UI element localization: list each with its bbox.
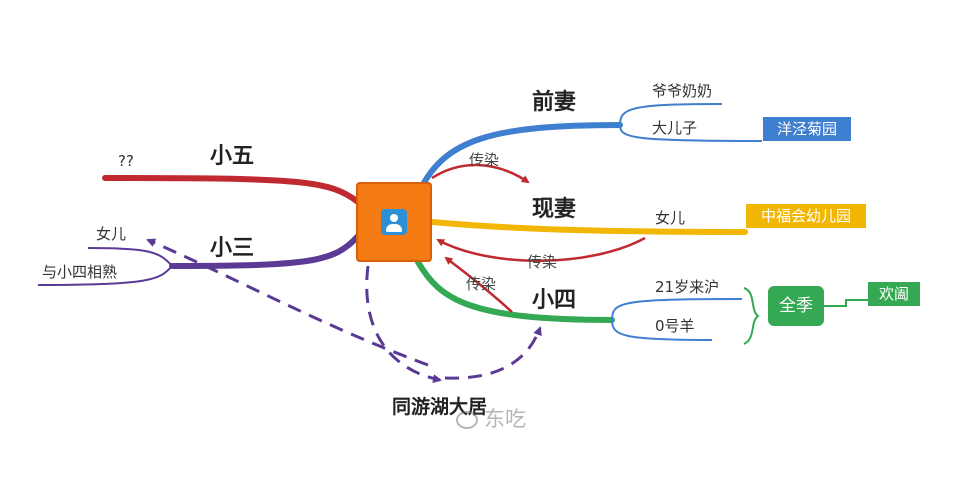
branch-xiao-si <box>415 259 615 323</box>
infect-arrow-3 <box>444 256 513 313</box>
sub-branch-grandparents <box>619 103 723 126</box>
branch-xiao-san <box>169 233 361 269</box>
weibo-logo-icon <box>456 411 478 429</box>
branch-xiao-wu <box>102 175 361 205</box>
branch-ex-wife <box>417 122 623 193</box>
node-age-origin: 21岁来沪 <box>655 278 720 296</box>
infect-arrow-2 <box>436 236 646 262</box>
node-xiao-san: 小三 <box>210 236 255 261</box>
node-current-wife: 现妻 <box>532 197 577 222</box>
sub-branch-knows-xiao-si <box>37 265 173 286</box>
infect-arrow-1 <box>431 163 530 184</box>
node-daughter: 女儿 <box>655 209 686 227</box>
node-grandparents: 爷爷奶奶 <box>652 82 713 100</box>
node-unknown: ?? <box>118 152 134 170</box>
tag-huanxuan: 欢阖 <box>868 282 920 306</box>
watermark: 东吃 <box>456 405 526 433</box>
edge-label-infect-1: 传染 <box>469 151 500 169</box>
dashed-apartment-to-xiao-si <box>444 326 542 380</box>
node-xiao-si: 小四 <box>532 288 577 313</box>
node-nickname: 0号羊 <box>655 317 695 335</box>
season-link <box>824 299 868 307</box>
sub-branch-age-origin <box>611 298 743 321</box>
node-knows-xiao-si: 与小四相熟 <box>42 263 118 281</box>
dashed-center-to-apartment <box>365 265 442 384</box>
sub-branch-xiao-san-daughter <box>87 247 173 267</box>
node-xiao-wu: 小五 <box>210 144 255 169</box>
sub-branch-eldest-son <box>619 124 763 142</box>
node-eldest-son: 大儿子 <box>652 119 698 137</box>
tag-season: 全季 <box>768 286 824 326</box>
sub-branch-nickname <box>611 319 713 341</box>
watermark-text: 东吃 <box>484 407 526 431</box>
branch-current-wife <box>429 219 748 235</box>
center-node <box>356 182 432 262</box>
person-icon <box>381 209 407 235</box>
node-xiao-san-daughter: 女儿 <box>96 225 127 243</box>
tag-school-1: 洋泾菊园 <box>763 117 851 141</box>
edge-label-infect-2: 传染 <box>527 253 558 271</box>
tag-school-2: 中福会幼儿园 <box>746 204 866 228</box>
brace <box>743 287 760 345</box>
edge-label-infect-3: 传染 <box>466 275 497 293</box>
node-ex-wife: 前妻 <box>532 90 577 115</box>
